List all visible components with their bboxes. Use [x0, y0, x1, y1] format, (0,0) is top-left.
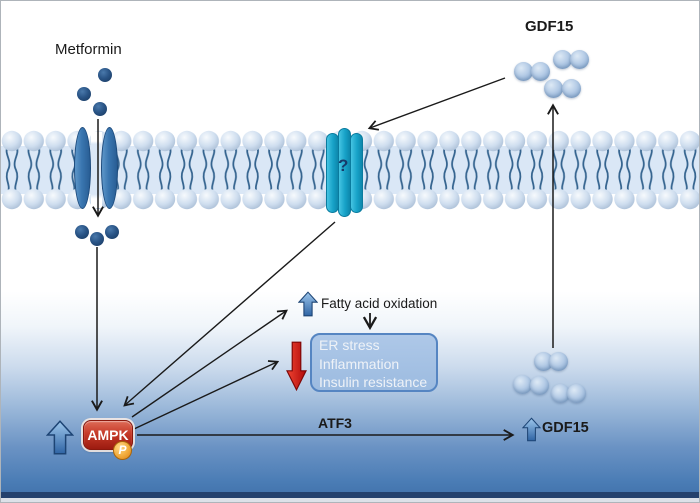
phospho-badge: P [113, 441, 132, 460]
metformin-molecule-dot [105, 225, 119, 239]
metformin-label: Metformin [55, 41, 122, 58]
unknown-receptor-channel-bar [350, 133, 363, 213]
arrow-gdf15-to-receptor [367, 77, 506, 131]
bottom-navy-band [1, 492, 699, 498]
arrow-ampk-to-stress-box [133, 360, 280, 430]
metformin-molecule-dot [77, 87, 91, 101]
stress-box-line: ER stress [319, 337, 380, 353]
gdf15-dimer-subunit [549, 352, 568, 371]
gdf15-dimer-subunit [544, 79, 563, 98]
transporter-pore-gap [91, 132, 102, 208]
gdf15-dimer-subunit [534, 352, 553, 371]
atf3-label: ATF3 [318, 415, 352, 431]
metformin-molecule-dot [90, 232, 104, 246]
bottom-edge-strip [1, 498, 699, 502]
gdf15-dimer-subunit [551, 384, 570, 403]
unknown-receptor-question-mark: ? [338, 156, 349, 175]
stress-box: ER stress Inflammation Insulin resistanc… [310, 333, 438, 392]
gdf15-dimer-subunit [562, 79, 581, 98]
stress-box-line: Inflammation [319, 355, 400, 372]
ampk-upregulation-arrow-icon [46, 420, 74, 455]
gdf15-dimer-subunit [531, 62, 550, 81]
gdf15-dimer-subunit [570, 50, 589, 69]
gdf15-dimer-subunit [513, 375, 532, 394]
gdf15-upregulation-arrow-icon [522, 417, 541, 442]
gdf15-secreted-label: GDF15 [525, 18, 574, 35]
gdf15-induced-label: GDF15 [542, 420, 589, 436]
metformin-molecule-dot [98, 68, 112, 82]
gdf15-dimer-subunit [567, 384, 586, 403]
gdf15-dimer-subunit [514, 62, 533, 81]
gdf15-dimer-subunit [553, 50, 572, 69]
arrow-ampk-to-fatty-acid-oxidation [131, 309, 288, 418]
metformin-transporter-left [74, 127, 91, 209]
stress-downregulation-arrow-icon [286, 341, 307, 392]
gdf15-dimer-subunit [530, 376, 549, 395]
metformin-molecule-dot [75, 225, 89, 239]
stress-box-line: Insulin resistance [319, 374, 428, 390]
metformin-transporter-right [101, 127, 118, 209]
metformin-molecule-dot [93, 102, 107, 116]
fao-upregulation-arrow-icon [298, 291, 318, 317]
fatty-acid-oxidation-label: Fatty acid oxidation [321, 296, 438, 311]
